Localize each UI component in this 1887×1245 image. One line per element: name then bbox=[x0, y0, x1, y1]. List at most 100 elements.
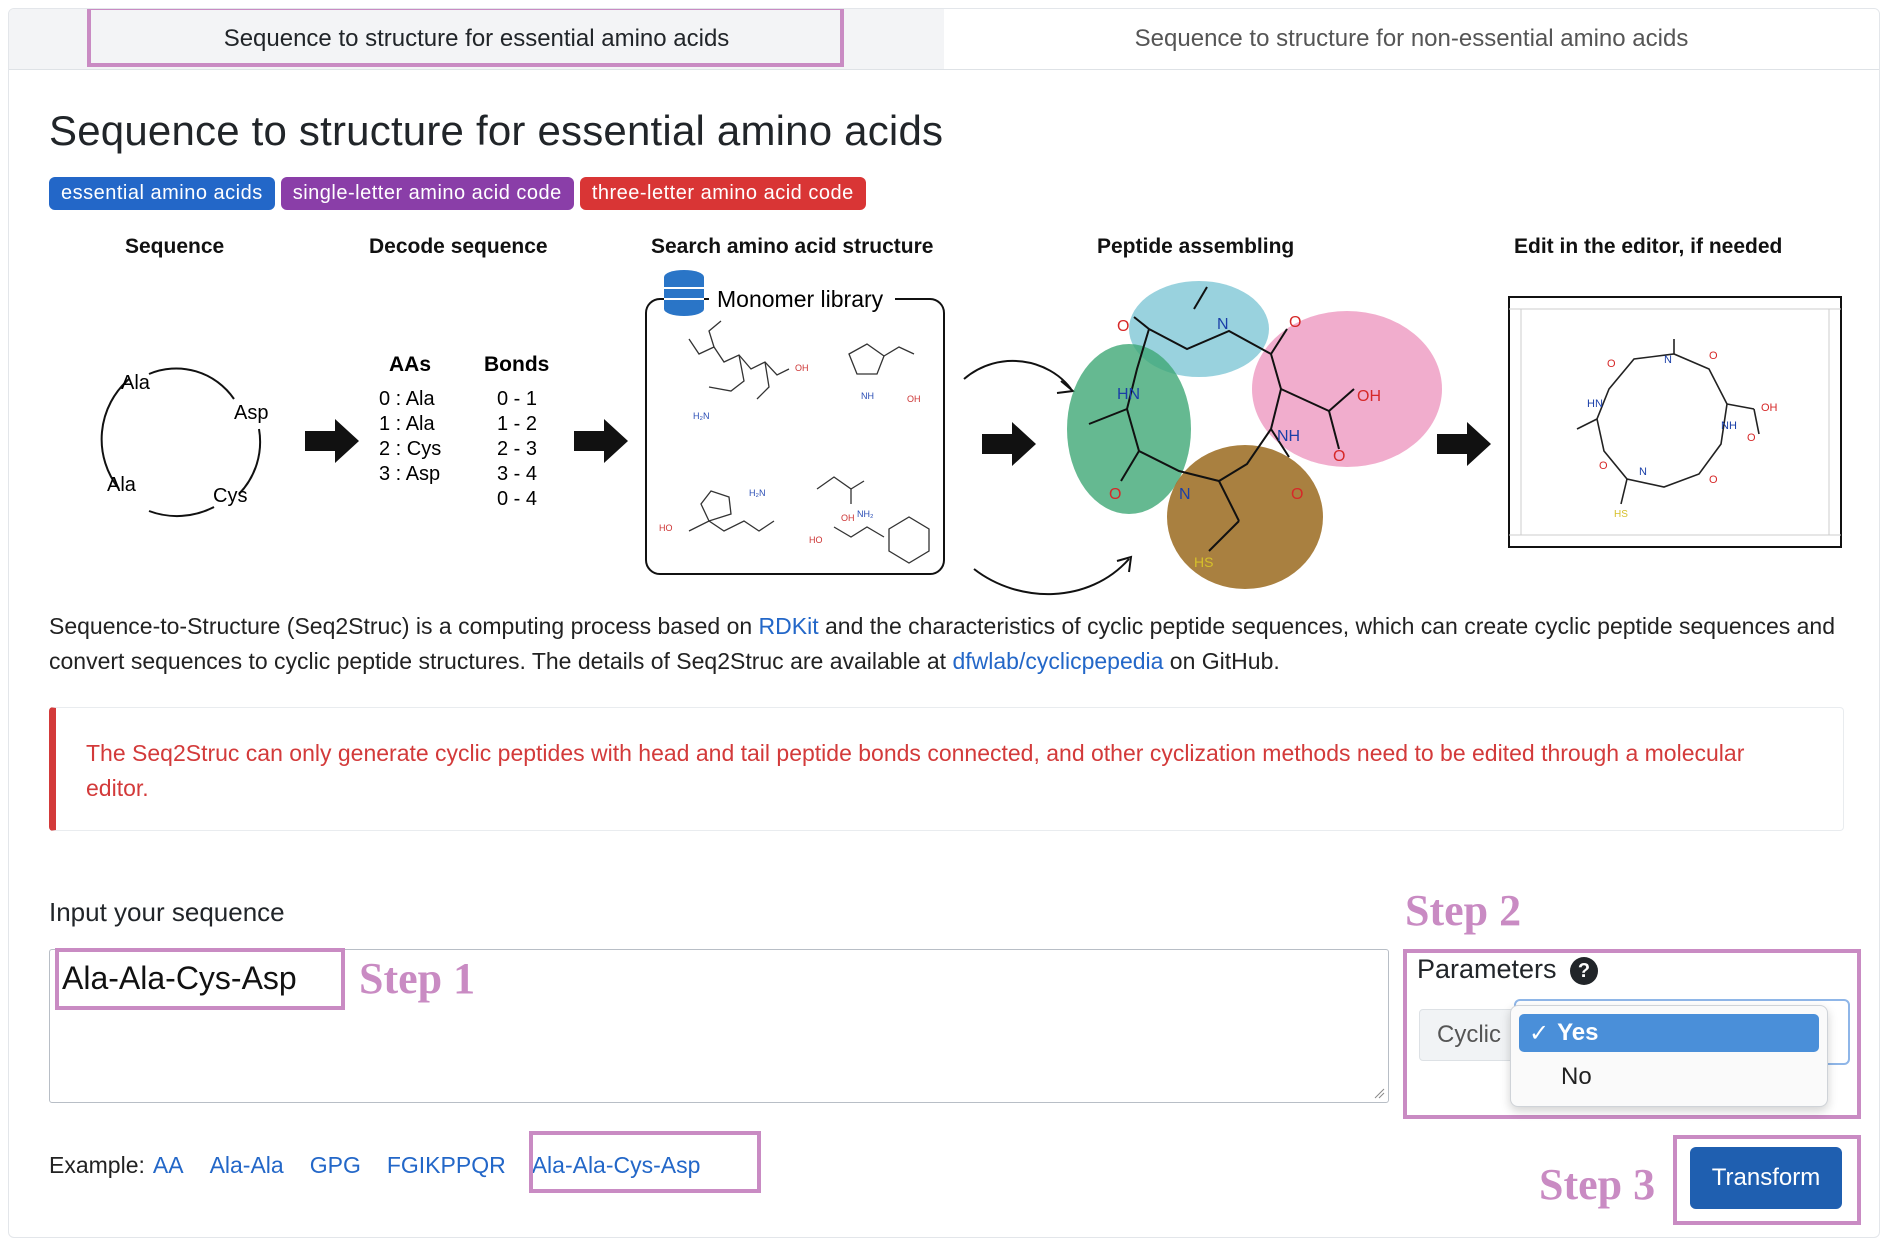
svg-text:Monomer library: Monomer library bbox=[717, 286, 884, 312]
svg-text:HO: HO bbox=[659, 523, 673, 533]
example-ala-ala-cys-asp[interactable]: Ala-Ala-Cys-Asp bbox=[531, 1152, 701, 1178]
svg-text:OH: OH bbox=[907, 394, 921, 404]
svg-text:2 - 3: 2 - 3 bbox=[497, 438, 537, 460]
svg-text:OH: OH bbox=[1357, 388, 1381, 405]
svg-text:NH: NH bbox=[861, 391, 874, 401]
seq-residue-asp: Asp bbox=[234, 402, 268, 424]
flow-arrow-4 bbox=[1437, 422, 1491, 466]
workflow-title-search: Search amino acid structure bbox=[651, 235, 934, 258]
svg-text:HS: HS bbox=[1614, 509, 1628, 520]
workflow-diagram: Ala Asp Cys Ala AAs Bonds 0 : Ala 1 : Al… bbox=[100, 270, 1842, 595]
help-icon[interactable]: ? bbox=[1570, 957, 1598, 985]
workflow-title-decode: Decode sequence bbox=[369, 235, 548, 258]
svg-text:N: N bbox=[1217, 316, 1229, 333]
svg-text:H₂N: H₂N bbox=[749, 488, 766, 498]
example-fgikppqr[interactable]: FGIKPPQR bbox=[386, 1152, 506, 1178]
warning-alert: The Seq2Struc can only generate cyclic p… bbox=[49, 707, 1844, 831]
svg-text:O: O bbox=[1747, 432, 1756, 444]
step1-highlight-box bbox=[55, 948, 345, 1010]
input-label: Input your sequence bbox=[49, 897, 285, 927]
page-title: Sequence to structure for essential amin… bbox=[49, 107, 944, 154]
example-ala-ala[interactable]: Ala-Ala bbox=[209, 1152, 284, 1178]
seq-residue-ala-1: Ala bbox=[121, 372, 151, 394]
badge-three-letter: three-letter amino acid code bbox=[579, 177, 866, 210]
svg-text:HN: HN bbox=[1117, 386, 1140, 403]
tab-non-essential[interactable]: Sequence to structure for non-essential … bbox=[944, 9, 1879, 69]
svg-text:0 - 4: 0 - 4 bbox=[497, 488, 537, 510]
seq-residue-cys: Cys bbox=[213, 485, 247, 507]
option-yes[interactable]: ✓Yes bbox=[1519, 1014, 1819, 1052]
flow-arrow-3 bbox=[982, 422, 1036, 466]
svg-text:NH: NH bbox=[1277, 428, 1300, 445]
badge-single-letter: single-letter amino acid code bbox=[280, 177, 574, 210]
svg-text:HS: HS bbox=[1194, 554, 1213, 570]
svg-text:O: O bbox=[1117, 318, 1129, 335]
transform-button[interactable]: Transform bbox=[1690, 1147, 1842, 1209]
peptide-assembly: O O OH O O O N NH HN N HS bbox=[1067, 281, 1442, 589]
svg-text:O: O bbox=[1333, 448, 1345, 465]
seq-residue-ala-2: Ala bbox=[107, 474, 137, 496]
svg-text:OH: OH bbox=[1761, 402, 1778, 414]
svg-text:O: O bbox=[1289, 314, 1301, 331]
svg-text:O: O bbox=[1607, 358, 1616, 370]
cyclic-dropdown: ✓Yes No bbox=[1510, 1005, 1828, 1107]
svg-text:NH: NH bbox=[1721, 420, 1737, 432]
svg-text:O: O bbox=[1109, 486, 1121, 503]
svg-text:3 - 4: 3 - 4 bbox=[497, 463, 537, 485]
svg-text:HO: HO bbox=[809, 535, 823, 545]
svg-text:AAs: AAs bbox=[389, 353, 431, 376]
badge-essential: essential amino acids bbox=[49, 177, 275, 210]
examples-label: Example: bbox=[49, 1152, 145, 1178]
svg-text:O: O bbox=[1599, 460, 1608, 472]
svg-text:3 : Asp: 3 : Asp bbox=[379, 463, 440, 485]
svg-text:1 : Ala: 1 : Ala bbox=[379, 413, 435, 435]
svg-text:OH: OH bbox=[795, 363, 809, 373]
example-highlight-box bbox=[529, 1131, 761, 1193]
example-gpg[interactable]: GPG bbox=[309, 1152, 361, 1178]
workflow-title-edit: Edit in the editor, if needed bbox=[1514, 235, 1783, 258]
sequence-input[interactable]: Ala-Ala-Cys-Asp bbox=[49, 949, 1389, 1103]
svg-text:0 : Ala: 0 : Ala bbox=[379, 388, 435, 410]
examples-row: Example: AA Ala-Ala GPG FGIKPPQR Ala-Ala… bbox=[49, 1152, 712, 1179]
svg-text:HN: HN bbox=[1587, 398, 1603, 410]
workflow-title-assemble: Peptide assembling bbox=[1097, 235, 1295, 258]
rdkit-link[interactable]: RDKit bbox=[758, 613, 819, 639]
parameters-highlight-box bbox=[1403, 949, 1861, 1119]
svg-text:N: N bbox=[1639, 466, 1647, 478]
svg-text:0 - 1: 0 - 1 bbox=[497, 388, 537, 410]
github-link[interactable]: dfwlab/cyclicpepedia bbox=[952, 648, 1164, 674]
badge-row: essential amino acids single-letter amin… bbox=[49, 177, 866, 210]
tab-essential[interactable]: Sequence to structure for essential amin… bbox=[9, 9, 944, 69]
svg-text:H₂N: H₂N bbox=[693, 411, 710, 421]
alert-text: The Seq2Struc can only generate cyclic p… bbox=[86, 740, 1745, 801]
svg-text:O: O bbox=[1291, 486, 1303, 503]
svg-text:O: O bbox=[1709, 474, 1718, 486]
svg-text:Bonds: Bonds bbox=[484, 353, 549, 376]
workflow-title-sequence: Sequence bbox=[125, 235, 225, 258]
option-no[interactable]: No bbox=[1561, 1063, 1592, 1090]
curve-arrow-top bbox=[963, 359, 1072, 390]
flow-arrow-1 bbox=[305, 419, 359, 463]
svg-text:2 : Cys: 2 : Cys bbox=[379, 438, 441, 460]
step2-label: Step 2 bbox=[1405, 886, 1522, 935]
svg-text:1 - 2: 1 - 2 bbox=[497, 413, 537, 435]
svg-text:N: N bbox=[1179, 486, 1191, 503]
description-text: Sequence-to-Structure (Seq2Struc) is a c… bbox=[49, 613, 1836, 674]
decode-table: AAs Bonds 0 : Ala 1 : Ala 2 : Cys 3 : As… bbox=[379, 353, 549, 510]
checkmark-icon: ✓ bbox=[1529, 1019, 1550, 1047]
resize-grip-icon[interactable] bbox=[1373, 1087, 1385, 1099]
step3-highlight-box bbox=[1673, 1135, 1861, 1225]
svg-text:OH: OH bbox=[841, 513, 855, 523]
example-aa[interactable]: AA bbox=[152, 1152, 184, 1178]
step3-label: Step 3 bbox=[1539, 1160, 1656, 1209]
svg-text:N: N bbox=[1664, 354, 1672, 366]
sequence-value: Ala-Ala-Cys-Asp bbox=[62, 960, 297, 996]
database-icon bbox=[664, 270, 704, 316]
flow-arrow-2 bbox=[574, 419, 628, 463]
svg-text:O: O bbox=[1709, 350, 1718, 362]
tab-bar: Sequence to structure for essential amin… bbox=[9, 9, 1879, 70]
sequence-ring: Ala Asp Cys Ala bbox=[100, 367, 268, 518]
curve-arrow-bottom bbox=[973, 558, 1130, 595]
